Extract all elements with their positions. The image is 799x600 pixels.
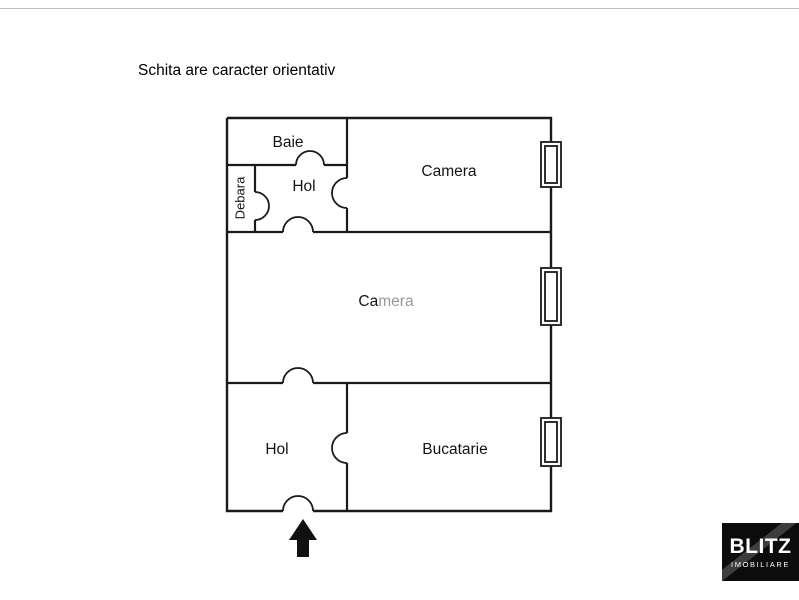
top-divider-line	[0, 8, 799, 9]
entrance-arrow-icon	[289, 519, 317, 557]
room-label-debara: Debara	[232, 176, 248, 220]
door-arc-camera-hol	[282, 367, 314, 384]
room-label-hol-top: Hol	[292, 178, 316, 195]
door-arc-camera-top	[331, 177, 348, 209]
door-arc-debara	[254, 191, 270, 221]
door-arc-bucatarie	[331, 432, 348, 464]
disclaimer-text: Schita are caracter orientativ	[138, 62, 336, 79]
door-arc-baie	[295, 150, 325, 166]
door-arc-entrance	[282, 495, 314, 512]
room-label-camera-middle-gray: mera	[378, 293, 414, 310]
room-label-bucatarie: Bucatarie	[422, 441, 488, 458]
room-label-hol-bottom: Hol	[265, 441, 289, 458]
window-icon-camera-middle	[540, 267, 562, 326]
window-icon-camera-top	[540, 141, 562, 188]
door-arc-hol-camera	[282, 216, 314, 233]
interior-walls	[227, 118, 551, 511]
logo-tagline-text: IMOBILIARE	[731, 559, 790, 569]
window-icons	[540, 141, 562, 467]
door-arc-icons	[254, 150, 348, 512]
room-label-camera-middle: Camera	[358, 293, 413, 311]
logo-brand-text: BLITZ	[729, 534, 792, 558]
window-icon-bucatarie	[540, 417, 562, 467]
room-label-camera-middle-dark: Ca	[358, 293, 379, 310]
room-label-baie: Baie	[272, 134, 304, 151]
blitz-imobiliare-logo: BLITZ IMOBILIARE	[722, 523, 799, 581]
room-label-camera-top: Camera	[421, 163, 477, 180]
